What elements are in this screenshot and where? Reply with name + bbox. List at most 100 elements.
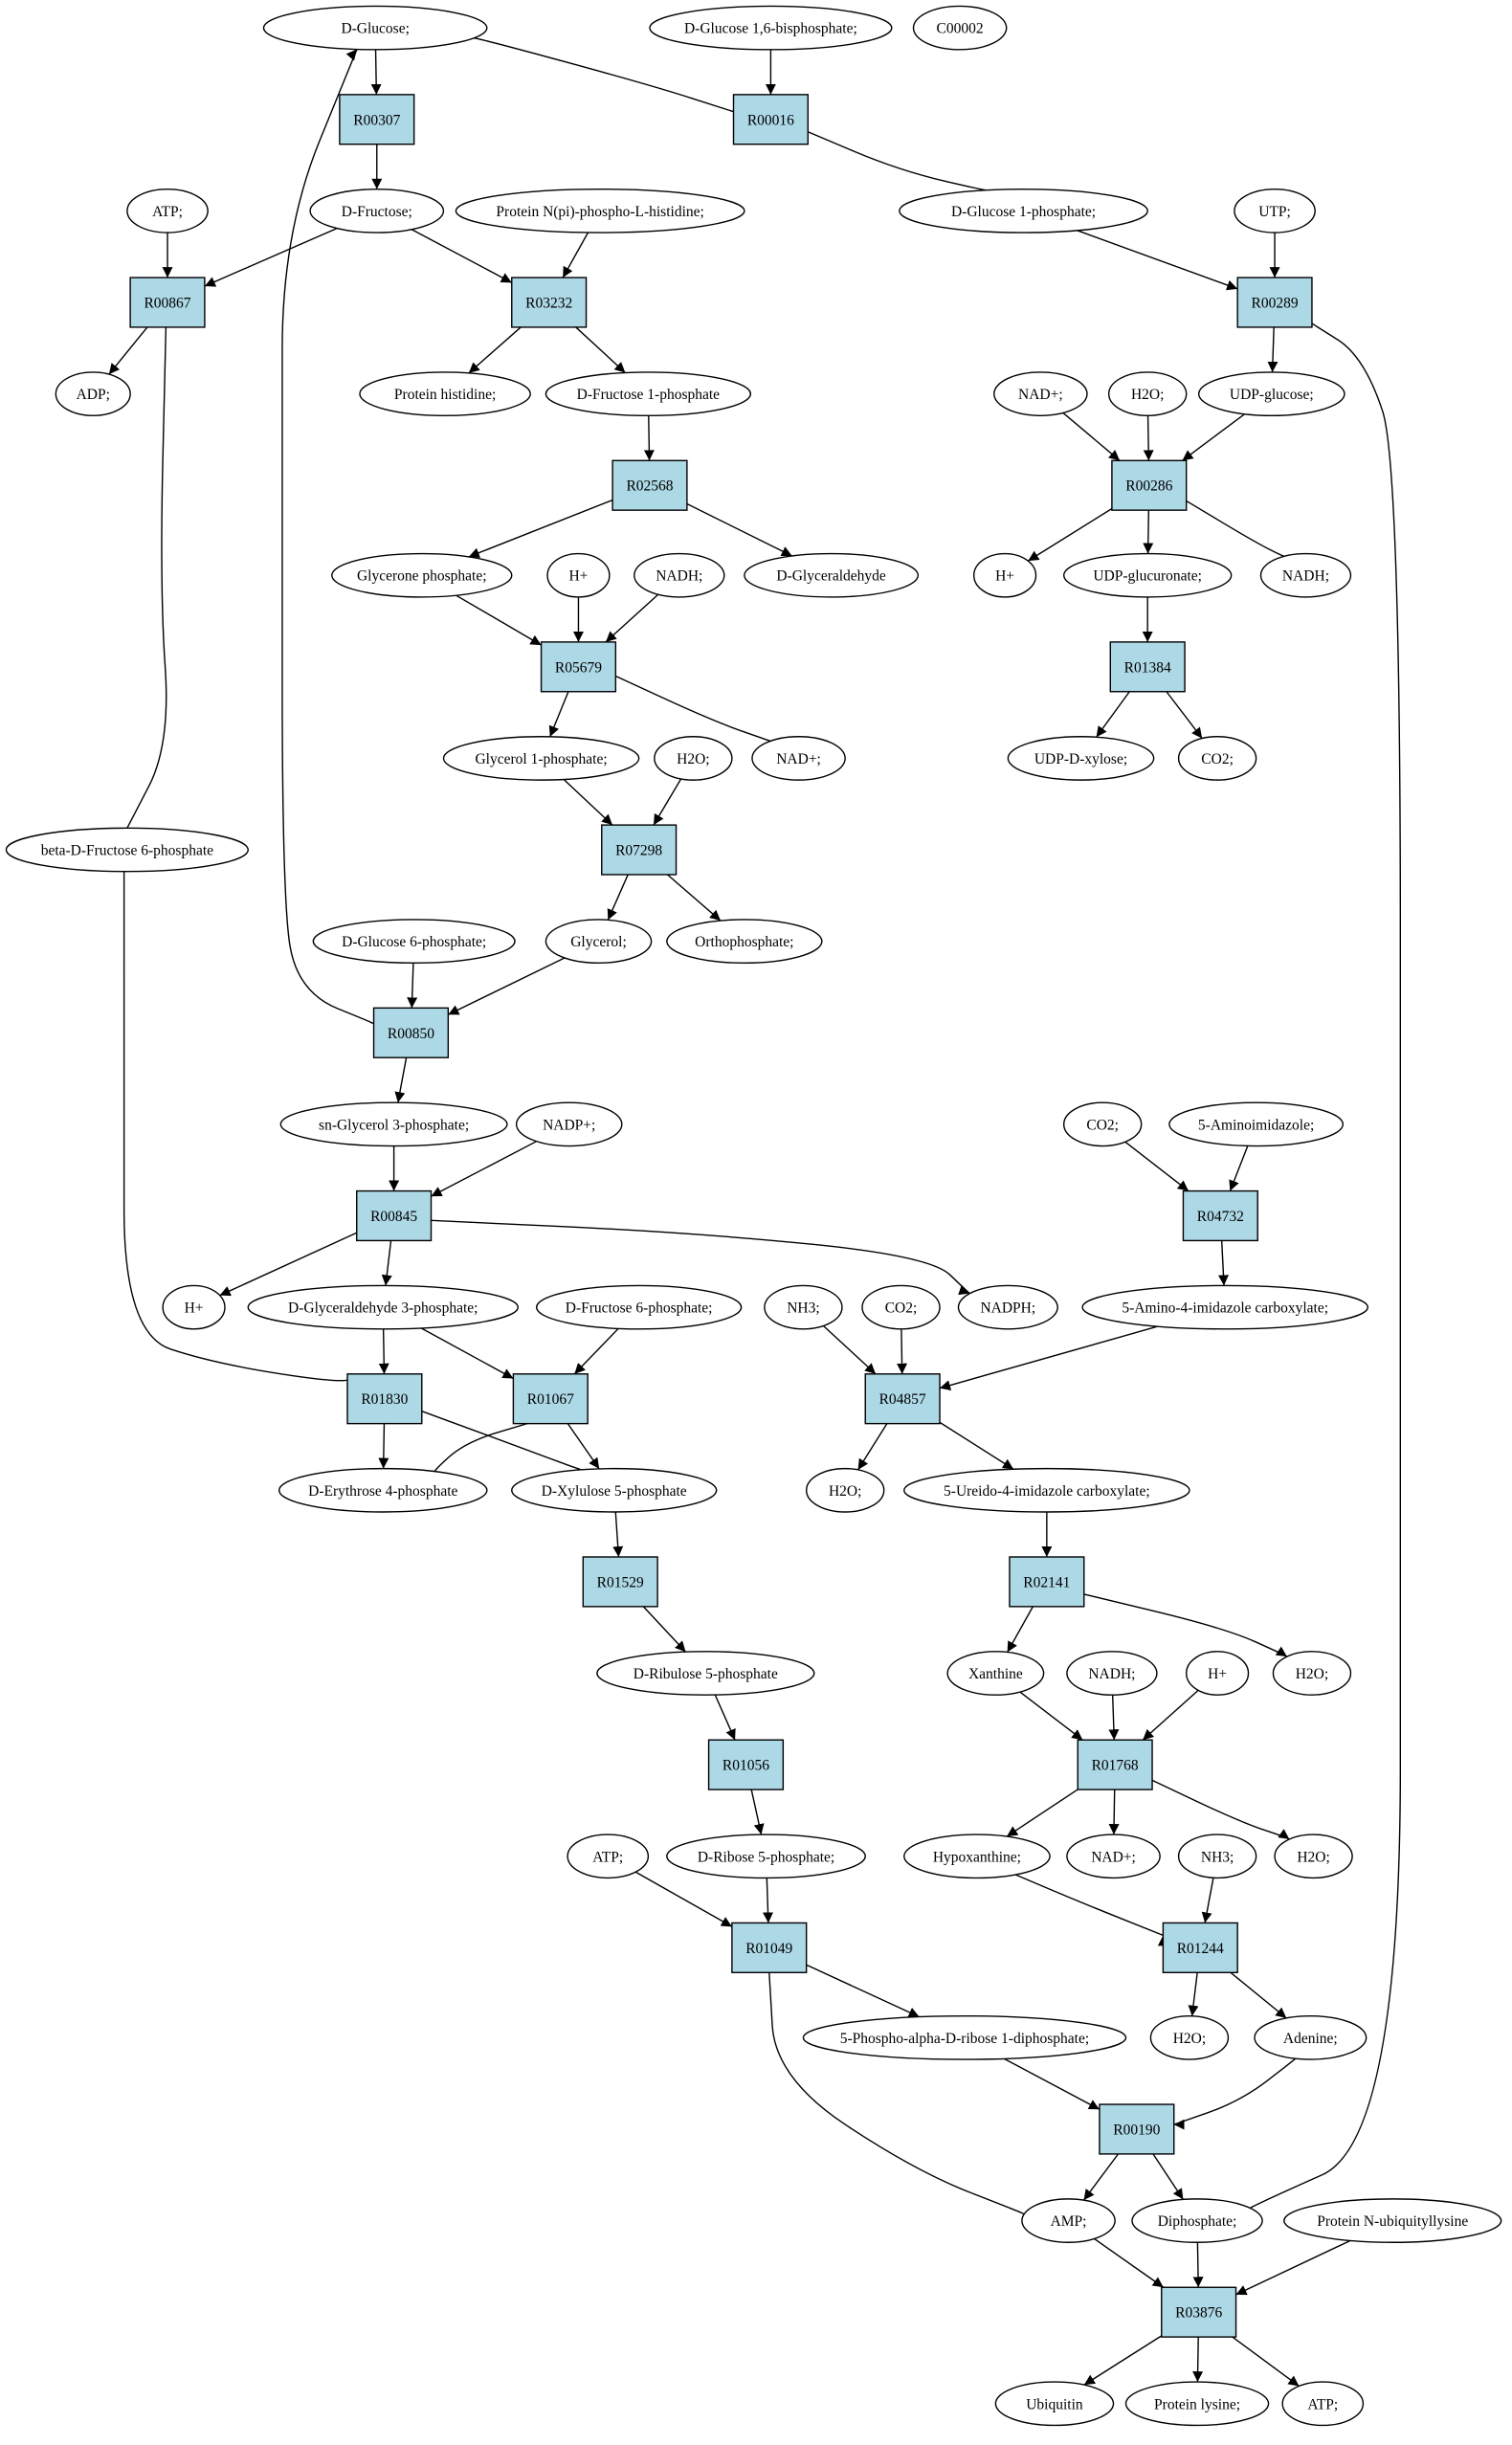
compound-node-dglyald3p[interactable]: D-Glyceraldehyde 3-phosphate;: [247, 1284, 519, 1330]
node-label: Adenine;: [1283, 2031, 1338, 2047]
reaction-node-r04732[interactable]: R04732: [1182, 1189, 1258, 1242]
compound-node-c00002[interactable]: C00002: [912, 5, 1008, 51]
reaction-node-r01384[interactable]: R01384: [1109, 641, 1186, 693]
reaction-node-r00867[interactable]: R00867: [129, 277, 206, 328]
reaction-node-r01768[interactable]: R01768: [1077, 1739, 1153, 1790]
compound-node-co2c[interactable]: CO2;: [861, 1284, 941, 1330]
compound-node-h2o1[interactable]: H2O;: [1107, 371, 1188, 416]
compound-node-co2a[interactable]: CO2;: [1177, 736, 1257, 781]
compound-node-hplus3[interactable]: H+: [162, 1284, 226, 1330]
node-label: R00307: [353, 112, 400, 128]
reaction-node-r00850[interactable]: R00850: [372, 1007, 450, 1058]
compound-node-prothis[interactable]: Protein histidine;: [359, 371, 531, 416]
reaction-node-r02568[interactable]: R02568: [611, 459, 688, 511]
compound-node-glyceronep[interactable]: Glycerone phosphate;: [331, 552, 513, 598]
compound-node-co2b[interactable]: CO2;: [1062, 1101, 1143, 1147]
reaction-node-r00307[interactable]: R00307: [339, 94, 415, 145]
compound-node-dfructose[interactable]: D-Fructose;: [309, 189, 445, 233]
compound-node-diphosphate[interactable]: Diphosphate;: [1131, 2198, 1263, 2243]
compound-node-hypoxanthine[interactable]: Hypoxanthine;: [903, 1834, 1051, 1879]
compound-node-h2o6[interactable]: H2O;: [1149, 2014, 1230, 2060]
compound-node-protubiq[interactable]: Protein N-ubiquityllysine: [1283, 2198, 1502, 2243]
compound-node-orthop[interactable]: Orthophosphate;: [666, 919, 823, 965]
compound-node-h2o2[interactable]: H2O;: [654, 736, 733, 781]
compound-node-utp[interactable]: UTP;: [1234, 189, 1316, 233]
node-label: R01384: [1124, 659, 1171, 676]
reaction-node-r03876[interactable]: R03876: [1161, 2286, 1237, 2338]
compound-node-glyc1p[interactable]: Glycerol 1-phosphate;: [442, 736, 640, 781]
compound-node-protnpi[interactable]: Protein N(pi)-phospho-L-histidine;: [455, 189, 745, 233]
compound-node-h2o3[interactable]: H2O;: [805, 1467, 885, 1513]
compound-node-nadh2[interactable]: NADH;: [1259, 552, 1352, 598]
compound-node-h2o4[interactable]: H2O;: [1272, 1651, 1352, 1696]
reaction-node-r01056[interactable]: R01056: [707, 1739, 785, 1790]
edge-r00190-to-diphosphate: [1152, 2153, 1184, 2200]
compound-ellipse: [972, 552, 1037, 598]
edge-bdfru6p-to-r01830: [122, 871, 360, 1385]
compound-node-aminoimidcarb[interactable]: 5-Amino-4-imidazole carboxylate;: [1081, 1284, 1368, 1330]
compound-node-nadph[interactable]: NADPH;: [957, 1284, 1058, 1330]
reaction-node-r01529[interactable]: R01529: [582, 1556, 658, 1608]
compound-node-atp1[interactable]: ATP;: [126, 189, 209, 233]
compound-node-udpglc[interactable]: UDP-glucose;: [1197, 371, 1345, 416]
edge-r01049-to-amp: [768, 1972, 1035, 2221]
edge-dglyald3p-to-r01067: [420, 1327, 514, 1380]
reaction-node-r02141[interactable]: R02141: [1009, 1556, 1085, 1608]
reaction-node-r01049[interactable]: R01049: [731, 1922, 808, 1973]
reaction-node-r01067[interactable]: R01067: [512, 1373, 589, 1425]
compound-node-ureidoimid[interactable]: 5-Ureido-4-imidazole carboxylate;: [903, 1467, 1190, 1513]
compound-node-protlys[interactable]: Protein lysine;: [1124, 2381, 1270, 2427]
compound-node-hplus4[interactable]: H+: [1185, 1651, 1250, 1696]
compound-node-udpglcur[interactable]: UDP-glucuronate;: [1062, 552, 1233, 598]
compound-node-nh3a[interactable]: NH3;: [764, 1284, 843, 1330]
compound-node-dfru6p[interactable]: D-Fructose 6-phosphate;: [535, 1284, 743, 1330]
compound-node-bdfru6p[interactable]: beta-D-Fructose 6-phosphate: [5, 827, 249, 873]
compound-node-dglc6p[interactable]: D-Glucose 6-phosphate;: [312, 919, 516, 965]
reaction-node-r00016[interactable]: R00016: [732, 94, 809, 145]
compound-node-dglc1p[interactable]: D-Glucose 1-phosphate;: [899, 189, 1148, 233]
compound-node-nadp2[interactable]: NAD+;: [751, 736, 846, 781]
compound-ellipse: [262, 5, 488, 51]
compound-node-dglyald[interactable]: D-Glyceraldehyde: [744, 552, 920, 598]
compound-node-ubiquitin[interactable]: Ubiquitin: [994, 2381, 1115, 2427]
compound-node-dfru1p[interactable]: D-Fructose 1-phosphate: [545, 371, 752, 416]
compound-node-dglc16bp[interactable]: D-Glucose 1,6-bisphosphate;: [649, 5, 893, 51]
compound-node-dribulose[interactable]: D-Ribulose 5-phosphate: [596, 1651, 815, 1696]
compound-node-nadp3[interactable]: NAD+;: [1066, 1834, 1161, 1879]
reaction-node-r00286[interactable]: R00286: [1111, 459, 1188, 511]
compound-node-dglucose[interactable]: D-Glucose;: [262, 5, 488, 51]
compound-node-prpp[interactable]: 5-Phospho-alpha-D-ribose 1-diphosphate;: [802, 2014, 1127, 2060]
compound-node-derythrose[interactable]: D-Erythrose 4-phosphate: [278, 1467, 488, 1513]
compound-node-nh3b[interactable]: NH3;: [1177, 1834, 1257, 1879]
compound-node-amp[interactable]: AMP;: [1021, 2198, 1116, 2243]
compound-node-nadh3[interactable]: NADH;: [1066, 1651, 1158, 1696]
compound-node-nadpplus[interactable]: NADP+;: [515, 1101, 623, 1147]
compound-node-adp[interactable]: ADP;: [55, 371, 131, 416]
reaction-node-r04857[interactable]: R04857: [864, 1373, 941, 1425]
reaction-node-r05679[interactable]: R05679: [540, 641, 617, 693]
node-label: R03876: [1175, 2305, 1222, 2322]
compound-node-adenine[interactable]: Adenine;: [1254, 2014, 1367, 2060]
compound-node-aminoimid[interactable]: 5-Aminoimidazole;: [1168, 1101, 1345, 1147]
reaction-node-r01244[interactable]: R01244: [1162, 1922, 1238, 1973]
compound-node-glycerol[interactable]: Glycerol;: [545, 919, 653, 965]
compound-node-nadp1[interactable]: NAD+;: [993, 371, 1088, 416]
reaction-box: [601, 824, 678, 876]
compound-node-nadh1[interactable]: NADH;: [634, 552, 725, 598]
compound-node-dxylulose[interactable]: D-Xylulose 5-phosphate: [511, 1467, 718, 1513]
compound-node-atp3[interactable]: ATP;: [1281, 2381, 1365, 2427]
compound-node-h2o5[interactable]: H2O;: [1274, 1834, 1353, 1879]
reaction-node-r00190[interactable]: R00190: [1099, 2103, 1175, 2155]
compound-node-xanthine[interactable]: Xanthine: [946, 1651, 1045, 1696]
reaction-node-r01830[interactable]: R01830: [346, 1373, 423, 1425]
reaction-node-r03232[interactable]: R03232: [511, 277, 588, 328]
compound-node-dribose5p[interactable]: D-Ribose 5-phosphate;: [666, 1834, 866, 1879]
compound-node-atp2[interactable]: ATP;: [567, 1834, 650, 1879]
compound-node-udpxyl[interactable]: UDP-D-xylose;: [1007, 736, 1155, 781]
reaction-node-r07298[interactable]: R07298: [601, 824, 678, 876]
reaction-node-r00845[interactable]: R00845: [356, 1189, 433, 1242]
compound-node-hplus2[interactable]: H+: [972, 552, 1037, 598]
reaction-node-r00289[interactable]: R00289: [1236, 277, 1313, 328]
compound-node-hplus1[interactable]: H+: [546, 552, 611, 598]
compound-node-snglyc3p[interactable]: sn-Glycerol 3-phosphate;: [279, 1101, 508, 1147]
